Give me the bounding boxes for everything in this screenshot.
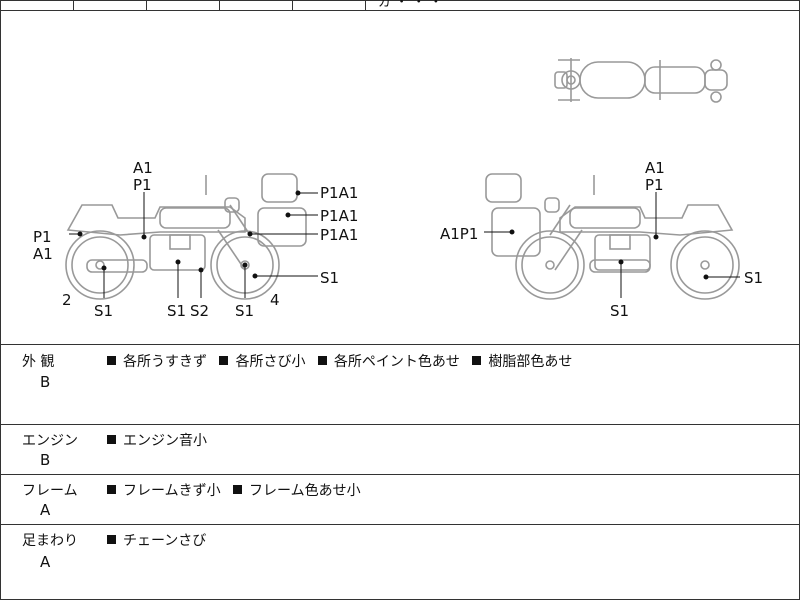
- top-view-motorcycle: [554, 58, 728, 103]
- list-item: チェーンさび: [107, 533, 206, 549]
- label-s1-right-left-view: S1: [320, 269, 339, 287]
- damage-diagram: A1 P1 P1 A1 P1A1 P1A1 P1A1 S1 2 4 S1 S1 …: [0, 11, 800, 344]
- label-a1-top-left: A1: [133, 159, 153, 177]
- section-engine: エンジン B エンジン音小: [0, 424, 800, 475]
- header-row: ガ ・ ・ ・: [0, 0, 800, 11]
- square-bullet-icon: [107, 485, 116, 494]
- list-item: フレームきず小: [107, 483, 221, 499]
- label-s1-right-right-view: S1: [744, 269, 763, 287]
- section-title: フレーム: [22, 483, 78, 499]
- item-text: 各所さび小: [235, 354, 306, 370]
- list-item: 各所うすきず: [107, 354, 207, 370]
- square-bullet-icon: [107, 535, 116, 544]
- label-p1-top-left: P1: [133, 176, 152, 194]
- square-bullet-icon: [472, 356, 482, 365]
- section-items: 各所うすきず 各所さび小 各所ペイント色あせ 樹脂部色あせ: [107, 351, 580, 371]
- list-item: 各所ペイント色あせ: [317, 354, 460, 370]
- label-p1a1-2: P1A1: [320, 207, 358, 225]
- label-p1-top-right: P1: [645, 176, 664, 194]
- item-text: 各所ペイント色あせ: [333, 354, 460, 370]
- list-item: フレーム色あせ小: [233, 483, 361, 499]
- section-suspension: 足まわり A チェーンさび: [0, 524, 800, 600]
- square-bullet-icon: [233, 485, 243, 494]
- label-s1-bottom-2: S1: [167, 302, 186, 320]
- section-grade: B: [40, 451, 51, 469]
- square-bullet-icon: [107, 356, 116, 365]
- label-s1-bottom-1: S1: [94, 302, 113, 320]
- header-cell: [147, 0, 220, 10]
- label-num-2: 2: [62, 291, 72, 309]
- label-p1-left: P1: [33, 228, 52, 246]
- square-bullet-icon: [107, 435, 116, 444]
- right-leader-lines: [484, 192, 740, 298]
- section-title: 足まわり: [22, 533, 78, 549]
- item-text: 樹脂部色あせ: [488, 354, 573, 370]
- section-grade: B: [40, 373, 51, 391]
- header-cell: [293, 0, 366, 10]
- label-s1-bottom-right-view: S1: [610, 302, 629, 320]
- label-p1a1-3: P1A1: [320, 226, 358, 244]
- label-s1-bottom-3: S1: [235, 302, 254, 320]
- header-cell: [0, 0, 74, 10]
- label-a1-left: A1: [33, 245, 53, 263]
- left-view-motorcycle: [65, 173, 307, 300]
- label-num-4: 4: [270, 291, 280, 309]
- left-leader-lines: [69, 190, 318, 298]
- item-text: 各所うすきず: [123, 354, 207, 370]
- label-s2-bottom: S2: [190, 302, 209, 320]
- section-grade: A: [40, 501, 51, 519]
- label-a1-top-right: A1: [645, 159, 665, 177]
- motorcycle-diagram-svg: A1 P1 P1 A1 P1A1 P1A1 P1A1 S1 2 4 S1 S1 …: [33, 58, 763, 320]
- section-items: エンジン音小: [107, 430, 215, 450]
- header-cell: [74, 0, 147, 10]
- list-item: エンジン音小: [107, 433, 207, 449]
- section-exterior: 外 観 B 各所うすきず 各所さび小 各所ペイント色あせ 樹脂部色あせ: [0, 344, 800, 425]
- section-items: チェーンさび: [107, 530, 214, 550]
- header-partial-text: ガ ・ ・ ・: [378, 0, 443, 10]
- section-title: 外 観: [22, 354, 55, 370]
- header-cell: [220, 0, 293, 10]
- section-grade: A: [40, 553, 51, 571]
- right-view-motorcycle: [485, 173, 740, 300]
- label-a1p1-left: A1P1: [440, 225, 478, 243]
- square-bullet-icon: [317, 356, 327, 365]
- item-text: フレーム色あせ小: [249, 483, 361, 499]
- item-text: エンジン音小: [123, 433, 207, 449]
- section-items: フレームきず小 フレーム色あせ小: [107, 480, 369, 500]
- square-bullet-icon: [219, 356, 229, 365]
- label-p1a1-1: P1A1: [320, 184, 358, 202]
- item-text: チェーンさび: [123, 533, 207, 549]
- section-frame: フレーム A フレームきず小 フレーム色あせ小: [0, 474, 800, 525]
- list-item: 各所さび小: [219, 354, 305, 370]
- list-item: 樹脂部色あせ: [472, 354, 572, 370]
- section-title: エンジン: [22, 433, 78, 449]
- item-text: フレームきず小: [123, 483, 221, 499]
